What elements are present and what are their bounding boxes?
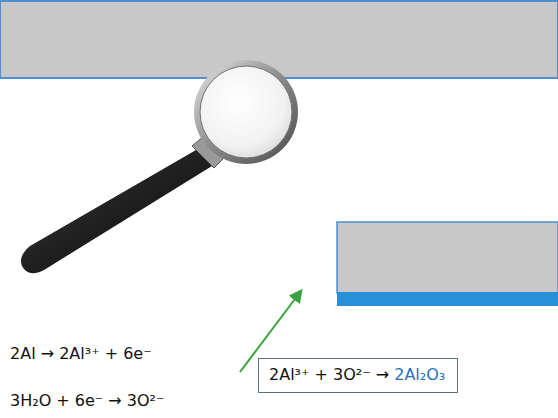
magnifier — [21, 60, 298, 273]
metal-block — [337, 222, 558, 293]
equation-box: 2Al³⁺ + 3O²⁻ → 2Al₂O₃ — [258, 358, 458, 393]
equation: 3H₂O + 6e⁻ → 3O²⁻ — [10, 391, 164, 411]
oxide-layer — [337, 292, 558, 306]
equation: 2Al³⁺ + 3O²⁻ → 2Al₂O₃ — [269, 365, 445, 385]
metal-bar — [0, 1, 558, 78]
equation: 2Al → 2Al³⁺ + 6e⁻ — [10, 344, 152, 364]
